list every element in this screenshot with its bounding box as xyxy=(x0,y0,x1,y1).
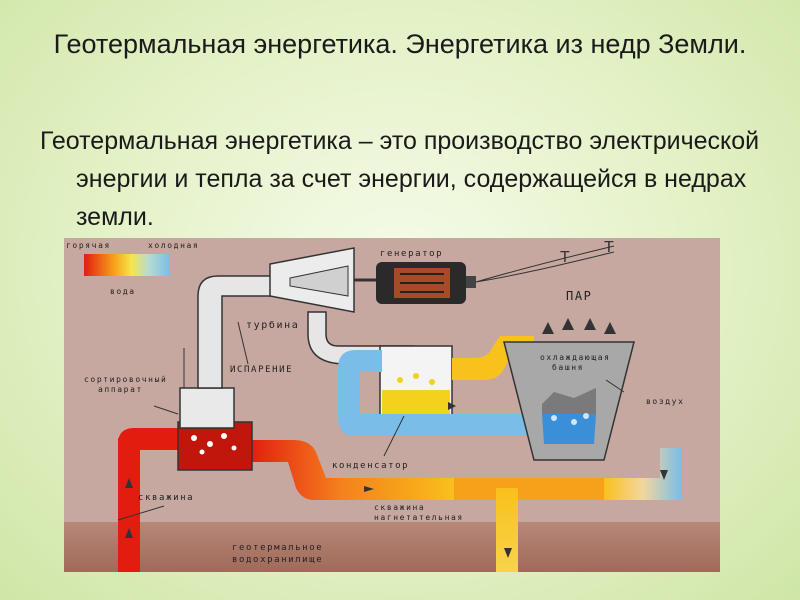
temperature-legend-bar xyxy=(84,254,170,276)
cooling-tower-water xyxy=(542,414,596,444)
geothermal-reservoir-layer xyxy=(64,522,720,572)
legend-hot-label: горячая xyxy=(66,241,111,250)
slide-title: Геотермальная энергетика. Энергетика из … xyxy=(53,29,747,59)
steam-label: ПАР xyxy=(566,289,592,303)
legend-water-label: вода xyxy=(110,287,136,296)
slide-body-text: Геотермальная энергетика – это производс… xyxy=(40,122,776,236)
injection-well-label-2: нагнетательная xyxy=(374,513,464,522)
air-label: воздух xyxy=(646,397,685,406)
production-well-pipe xyxy=(118,438,140,572)
injection-well-label-1: скважина xyxy=(374,503,425,512)
return-pipe xyxy=(604,448,682,500)
condenser-label: конденсатор xyxy=(332,461,409,471)
separator-housing xyxy=(177,421,253,471)
injection-well-pipe xyxy=(496,488,518,572)
svg-text:T: T xyxy=(560,249,570,266)
sorting-device-label-2: аппарат xyxy=(98,385,143,394)
steam-pipe xyxy=(197,275,275,389)
body-paragraph: Геотермальная энергетика – это производс… xyxy=(40,127,760,231)
reservoir-label-2: водохранилище xyxy=(232,555,323,565)
generator-label: генератор xyxy=(380,249,443,259)
evaporation-label: ИСПАРЕНИЕ xyxy=(230,365,293,375)
turbine-label: турбина xyxy=(246,319,299,331)
cooling-loop-pipe xyxy=(338,350,534,436)
cooling-tower-label-1: охлаждающая xyxy=(540,353,611,362)
svg-text:T: T xyxy=(604,239,614,256)
sorting-device-label-1: сортировочный xyxy=(84,375,167,384)
geothermal-plant-diagram: горячая холодная вода T T xyxy=(64,238,720,572)
reservoir-label-1: геотермальное xyxy=(232,543,323,553)
power-lines xyxy=(475,245,615,283)
hot-pipe-to-separator xyxy=(118,428,182,450)
brine-pipe-right xyxy=(454,478,604,500)
condenser-water xyxy=(382,390,450,414)
separator-top xyxy=(179,387,235,429)
cooling-tower-label-2: башня xyxy=(552,362,584,372)
brine-pipe xyxy=(249,440,454,500)
legend-cold-label: холодная xyxy=(148,241,199,250)
turbine-rotor xyxy=(289,265,349,297)
well-label: скважина xyxy=(138,493,194,503)
